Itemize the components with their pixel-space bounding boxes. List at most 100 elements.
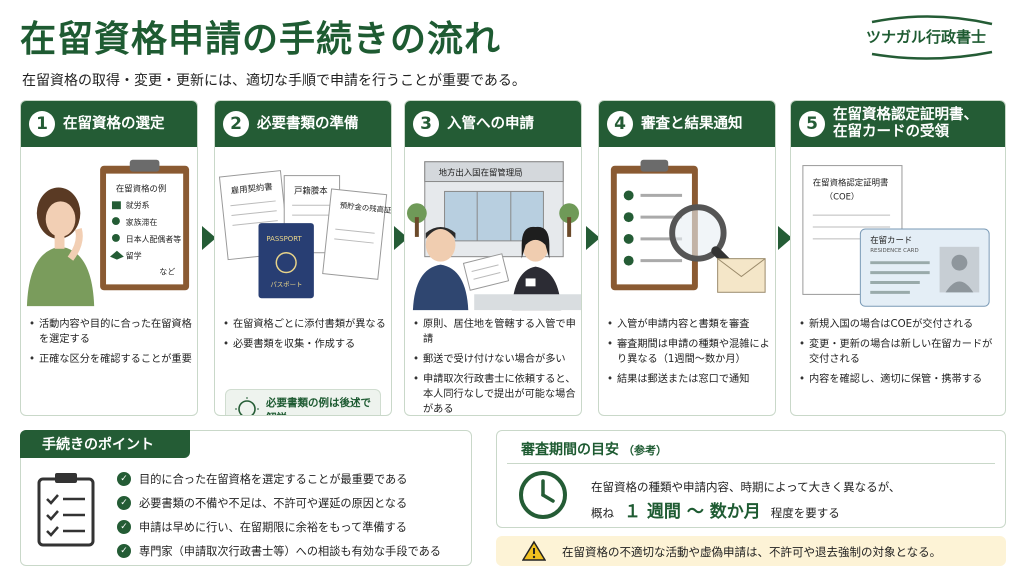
step-title-line: 在留カードの受領	[833, 124, 949, 140]
bullet-item: 結果は郵送または窓口で通知	[607, 372, 771, 387]
bullet-item: 入管が申請内容と書類を審査	[607, 317, 771, 332]
card-sub: RESIDENCE CARD	[870, 248, 918, 254]
bullet-item: 郵送で受け付けない場合が多い	[413, 352, 577, 367]
step-1-bullets: 活動内容や目的に合った在留資格を選定する 正確な区分を確認することが重要	[29, 317, 193, 372]
warning-text: 在留資格の不適切な活動や虚偽申請は、不許可や退去強制の対象となる。	[562, 545, 942, 559]
coe-label: 在留資格認定証明書	[813, 177, 889, 187]
bullet-item: 新規入国の場合はCOEが交付される	[799, 317, 999, 332]
step-number: 1	[29, 111, 55, 137]
card-label: 在留カード	[870, 235, 912, 245]
period-prefix: 概ね	[591, 506, 614, 520]
divider	[507, 463, 995, 464]
clock-icon	[519, 471, 567, 519]
passport-label: パスポート	[270, 280, 302, 288]
arrow-right-icon	[778, 226, 792, 250]
step-4-card: 4 審査と結果通知 入管が申請内容と書類を審査 審査期間は申請の種類や混雑により…	[598, 100, 776, 416]
step-number: 5	[799, 111, 825, 137]
arrow-right-icon	[202, 226, 216, 250]
clipboard-more: など	[159, 267, 175, 276]
point-item: ✓ 申請は早めに行い、在留期限に余裕をもって準備する	[117, 515, 441, 539]
point-text: 申請は早めに行い、在留期限に余裕をもって準備する	[139, 521, 407, 534]
point-item: ✓ 目的に合った在留資格を選定することが最重要である	[117, 467, 441, 491]
step-3-card: 3 入管への申請 地方出入国在留管理局 原則、居住地を管轄する入管で申請 郵送で…	[404, 100, 582, 416]
point-item: ✓ 必要書類の不備や不足は、不許可や遅延の原因となる	[117, 491, 441, 515]
clipboard-item: 家族滞在	[126, 217, 158, 227]
lightbulb-icon	[235, 397, 259, 415]
doc-label: 戸籍謄本	[294, 185, 328, 195]
coe-sub: （COE）	[825, 191, 860, 201]
clipboard-item: 日本人配偶者等	[126, 234, 181, 244]
logo-text: ツナガル行政書士	[866, 28, 987, 46]
checklist-icon	[37, 473, 95, 547]
period-title-text: 審査期間の目安	[521, 442, 619, 458]
check-icon: ✓	[117, 544, 131, 558]
passport-label: PASSPORT	[266, 235, 302, 243]
step-4-bullets: 入管が申請内容と書類を審査 審査期間は申請の種類や混雑により異なる（1週間〜数か…	[607, 317, 771, 392]
step-title: 入管への申請	[447, 115, 534, 132]
check-icon: ✓	[117, 496, 131, 510]
step-5-header: 5 在留資格認定証明書、 在留カードの受領	[791, 101, 1005, 147]
clipboard-title: 在留資格の例	[116, 183, 166, 193]
step-4-header: 4 審査と結果通知	[599, 101, 775, 147]
step-number: 2	[223, 111, 249, 137]
step-3-header: 3 入管への申請	[405, 101, 581, 147]
step-title: 在留資格の選定	[63, 115, 165, 132]
points-title: 手続きのポイント	[20, 430, 190, 458]
period-title: 審査期間の目安 （参考）	[521, 439, 667, 459]
documents-passport-illustration: 雇用契約書 戸籍謄本 預貯金の残高証明 PASSPORT パスポート	[218, 170, 391, 299]
page-subtitle: 在留資格の取得・変更・更新には、適切な手順で申請を行うことが重要である。	[22, 73, 526, 89]
logo: ツナガル行政書士	[852, 12, 1012, 62]
step-1-header: 1 在留資格の選定	[21, 101, 197, 147]
clipboard-item: 就労系	[126, 200, 150, 210]
step-title: 必要書類の準備	[257, 115, 359, 132]
period-text: 在留資格の種類や申請内容、時期によって大きく異なるが、	[591, 480, 901, 494]
period-note: （参考）	[623, 444, 667, 457]
review-magnifier-illustration	[610, 159, 766, 293]
bullet-item: 必要書類を収集・作成する	[223, 337, 387, 352]
period-suffix: 程度を要する	[770, 506, 840, 520]
warning-banner: 在留資格の不適切な活動や虚偽申請は、不許可や退去強制の対象となる。	[496, 536, 1006, 566]
point-text: 必要書類の不備や不足は、不許可や遅延の原因となる	[139, 497, 408, 510]
logo-swoosh-icon	[871, 15, 993, 60]
coe-residence-card-illustration: 在留資格認定証明書 （COE） 在留カード RESIDENCE CARD	[802, 165, 990, 307]
step-2-header: 2 必要書類の準備	[215, 101, 391, 147]
points-list: ✓ 目的に合った在留資格を選定することが最重要である ✓ 必要書類の不備や不足は、不…	[117, 467, 441, 563]
bullet-item: 変更・更新の場合は新しい在留カードが交付される	[799, 337, 999, 367]
step-number: 4	[607, 111, 633, 137]
period-estimate: 概ね １ 週間 〜 数か月 程度を要する	[591, 497, 840, 522]
step-number: 3	[413, 111, 439, 137]
step-2-bullets: 在留資格ごとに添付書類が異なる 必要書類を収集・作成する	[223, 317, 387, 357]
point-text: 専門家（申請取次行政書士等）への相談も有効な手段である	[139, 545, 441, 558]
procedure-points-box: 手続きのポイント ✓ 目的に合った在留資格を選定することが最重要である ✓ 必要書類…	[20, 430, 472, 566]
immigration-office-illustration: 地方出入国在留管理局	[406, 161, 581, 311]
bullet-item: 申請取次行政書士に依頼すると、本人同行なしで提出が可能な場合がある	[413, 372, 577, 415]
tip-box: 必要書類の例は後述で解説	[225, 389, 381, 415]
bullet-item: 内容を確認し、適切に保管・携帯する	[799, 372, 999, 387]
arrow-right-icon	[586, 226, 600, 250]
bullet-item: 正確な区分を確認することが重要	[29, 352, 193, 367]
period-duration: １ 週間 〜 数か月	[624, 502, 761, 522]
check-icon: ✓	[117, 472, 131, 486]
step-3-bullets: 原則、居住地を管轄する入管で申請 郵送で受け付けない場合が多い 申請取次行政書士…	[413, 317, 577, 415]
warning-icon	[522, 540, 546, 561]
building-sign: 地方出入国在留管理局	[439, 168, 523, 178]
clipboard-item: 留学	[126, 251, 142, 261]
step-title-line: 在留資格認定証明書、	[833, 107, 978, 123]
bullet-item: 在留資格ごとに添付書類が異なる	[223, 317, 387, 332]
step-2-card: 2 必要書類の準備 雇用契約書 戸籍謄本 預貯金の残高証明 PASSPORT パ…	[214, 100, 392, 416]
step-1-card: 1 在留資格の選定 在留資格の例 就労系 家族滞在 日本人配偶者等 留学 など …	[20, 100, 198, 416]
point-item: ✓ 専門家（申請取次行政書士等）への相談も有効な手段である	[117, 539, 441, 563]
check-icon: ✓	[117, 520, 131, 534]
review-period-box: 審査期間の目安（参考） 在留資格の種類や申請内容、時期によって大きく異なるが、 …	[496, 430, 1006, 528]
bullet-item: 活動内容や目的に合った在留資格を選定する	[29, 317, 193, 347]
step-5-bullets: 新規入国の場合はCOEが交付される 変更・更新の場合は新しい在留カードが交付され…	[799, 317, 999, 392]
page-title: 在留資格申請の手続きの流れ	[20, 19, 502, 60]
doc-label: 雇用契約書	[230, 181, 273, 195]
point-text: 目的に合った在留資格を選定することが最重要である	[139, 473, 408, 486]
tip-text: 必要書類の例は後述で解説	[266, 397, 371, 415]
bullet-item: 原則、居住地を管轄する入管で申請	[413, 317, 577, 347]
step-title: 審査と結果通知	[641, 115, 743, 132]
person-clipboard-illustration: 在留資格の例 就労系 家族滞在 日本人配偶者等 留学 など	[26, 159, 190, 307]
bullet-item: 審査期間は申請の種類や混雑により異なる（1週間〜数か月）	[607, 337, 771, 367]
step-5-card: 5 在留資格認定証明書、 在留カードの受領 在留資格認定証明書 （COE） 在留…	[790, 100, 1006, 416]
